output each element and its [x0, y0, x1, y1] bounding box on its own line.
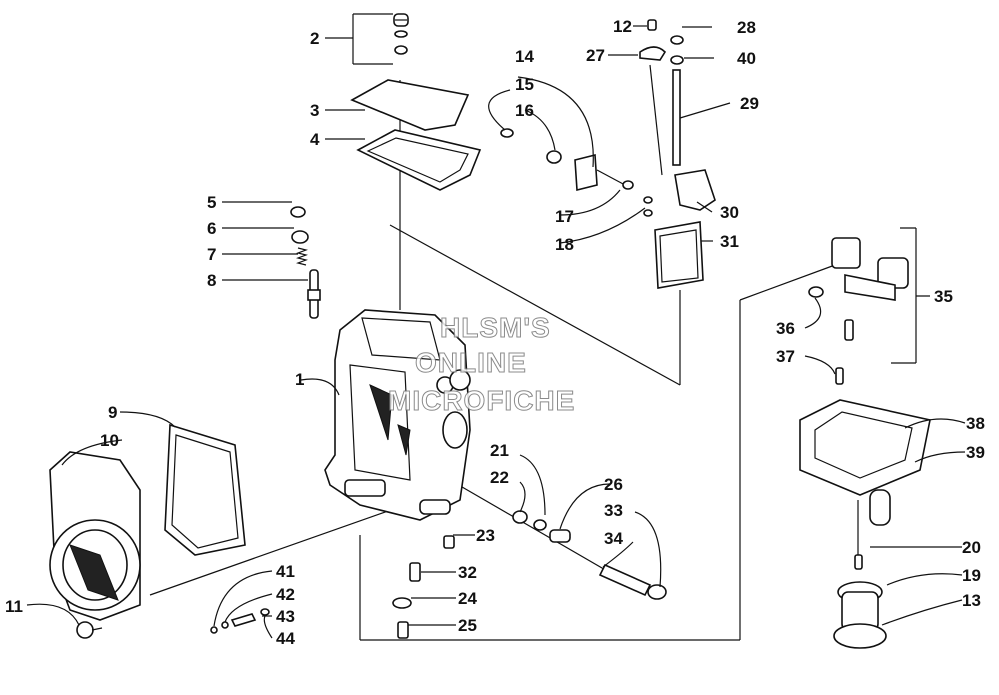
- callout-11: 11: [5, 597, 23, 616]
- callout-23: 23: [476, 526, 495, 545]
- callout-38: 38: [966, 414, 985, 433]
- throttle-linkage: [500, 19, 716, 289]
- watermark-line-2: ONLINE: [415, 347, 527, 378]
- callout-22: 22: [490, 468, 509, 487]
- callout-24: 24: [458, 589, 477, 608]
- callout-26: 26: [604, 475, 623, 494]
- callout-7: 7: [207, 245, 216, 264]
- intake-adapter: [49, 423, 246, 639]
- callout-5: 5: [207, 193, 216, 212]
- callout-15: 15: [515, 75, 534, 94]
- callout-42: 42: [276, 585, 295, 604]
- float-assembly: [808, 237, 909, 385]
- callout-4: 4: [310, 130, 320, 149]
- callout-25: 25: [458, 616, 477, 635]
- callout-12: 12: [613, 17, 632, 36]
- callout-29: 29: [740, 94, 759, 113]
- callout-44: 44: [276, 629, 295, 648]
- callout-1: 1: [295, 370, 304, 389]
- callout-19: 19: [962, 566, 981, 585]
- top-cover-assembly: [350, 13, 482, 191]
- callout-43: 43: [276, 607, 295, 626]
- callout-34: 34: [604, 529, 623, 548]
- callout-36: 36: [776, 319, 795, 338]
- watermark-line-1: HLSM'S: [440, 312, 551, 343]
- needle-valve-assembly: [290, 206, 321, 319]
- callout-21: 21: [490, 441, 509, 460]
- float-bowl-assembly: [799, 399, 931, 649]
- callout-16: 16: [515, 101, 534, 120]
- callout-32: 32: [458, 563, 477, 582]
- watermark-line-3: MICROFICHE: [388, 385, 575, 416]
- callout-39: 39: [966, 443, 985, 462]
- callout-8: 8: [207, 271, 216, 290]
- callout-2: 2: [310, 29, 319, 48]
- callout-33: 33: [604, 501, 623, 520]
- callout-27: 27: [586, 46, 605, 65]
- callout-6: 6: [207, 219, 216, 238]
- callout-20: 20: [962, 538, 981, 557]
- callout-41: 41: [276, 562, 295, 581]
- leader-lines: [26, 13, 966, 639]
- callout-28: 28: [737, 18, 756, 37]
- callout-13: 13: [962, 591, 981, 610]
- callout-37: 37: [776, 347, 795, 366]
- callout-31: 31: [720, 232, 739, 251]
- jet-and-screw-parts: [210, 510, 667, 639]
- callout-labels: 1 2 3 4 5 6 7 8 9 10 11 12 13 14 15 16 1…: [5, 17, 985, 648]
- callout-14: 14: [515, 47, 534, 66]
- callout-17: 17: [555, 207, 574, 226]
- watermark: HLSM'S ONLINE MICROFICHE: [388, 312, 575, 417]
- callout-40: 40: [737, 49, 756, 68]
- callout-18: 18: [555, 235, 574, 254]
- carburetor-body: [324, 309, 471, 521]
- callout-3: 3: [310, 101, 319, 120]
- callout-9: 9: [108, 403, 117, 422]
- callout-10: 10: [100, 431, 119, 450]
- callout-35: 35: [934, 287, 953, 306]
- callout-30: 30: [720, 203, 739, 222]
